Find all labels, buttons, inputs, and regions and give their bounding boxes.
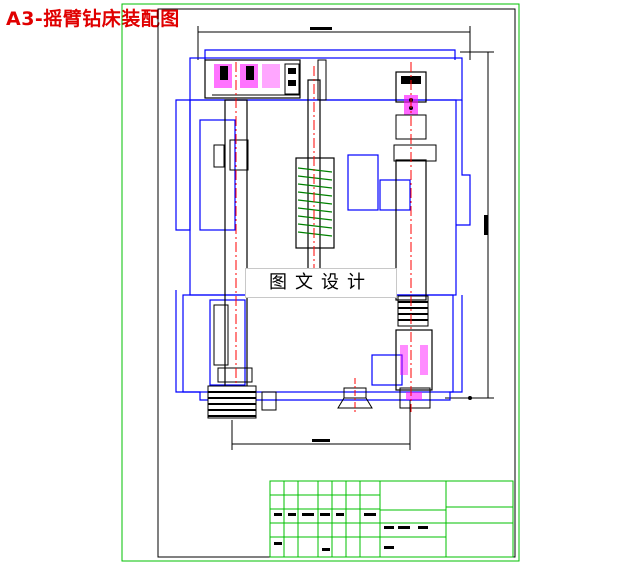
top-dimension <box>197 26 471 60</box>
bottom-dimension <box>231 400 411 450</box>
top-gearbox <box>204 59 301 99</box>
right-spindle <box>393 62 437 412</box>
watermark: 图文设计 <box>245 268 397 298</box>
outer-frame <box>121 3 520 562</box>
foot-pad <box>337 378 373 412</box>
left-spindle <box>213 62 253 410</box>
handwheel <box>207 385 277 419</box>
title-block <box>269 480 514 558</box>
center-screw <box>295 59 335 280</box>
right-dimension <box>445 51 494 400</box>
title-block-marks <box>274 513 428 551</box>
page-title: A3-摇臂钻床装配图 <box>6 8 180 30</box>
